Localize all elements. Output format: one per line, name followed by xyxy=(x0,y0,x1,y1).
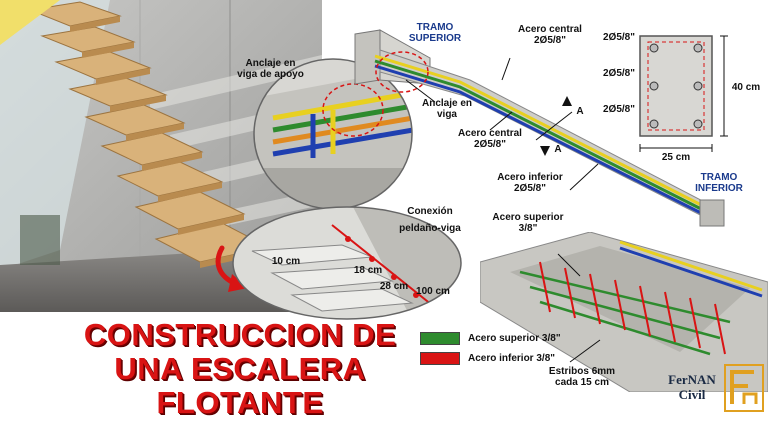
label-acero-inferior: Acero inferior 2Ø5/8" xyxy=(497,172,563,194)
cross-section-a-a xyxy=(636,30,754,170)
legend-swatch-inferior xyxy=(420,352,460,365)
label-acero-superior: Acero superior 3/8" xyxy=(492,212,564,234)
brand-name: FerNAN Civil xyxy=(668,372,716,402)
anchorage-detail-circle xyxy=(253,58,413,210)
label-anclaje-viga: Anclaje en viga xyxy=(421,98,473,120)
label-acero-central-mid: Acero central 2Ø5/8" xyxy=(458,128,522,150)
label-section-width: 25 cm xyxy=(661,152,691,163)
legend-swatch-superior xyxy=(420,332,460,345)
step-connection-circle xyxy=(232,205,462,320)
title-line-2: UNA ESCALERA xyxy=(114,351,366,386)
label-section-height: 40 cm xyxy=(731,82,761,93)
label-conexion-peldano-viga: Conexión peldaño-viga xyxy=(399,206,461,234)
label-dim-10cm: 10 cm xyxy=(271,256,301,267)
title-line-1: CONSTRUCCION DE xyxy=(83,317,397,352)
fernan-civil-logo-icon xyxy=(724,364,764,412)
legend-label-inferior: Acero inferior 3/8" xyxy=(468,353,555,364)
label-dim-28cm: 28 cm xyxy=(379,281,409,292)
label-section-bar-3: 2Ø5/8" xyxy=(603,104,635,115)
label-dim-100cm: 100 cm xyxy=(416,286,450,297)
label-acero-central-top: Acero central 2Ø5/8" xyxy=(518,24,582,46)
section-marker-a-bottom: A xyxy=(554,144,562,155)
legend: Acero superior 3/8" Acero inferior 3/8" xyxy=(420,330,590,370)
corner-accent xyxy=(0,0,80,60)
label-tramo-inferior: TRAMO INFERIOR xyxy=(695,172,743,194)
label-estribos: Estribos 6mm cada 15 cm xyxy=(548,366,616,388)
label-dim-18cm: 18 cm xyxy=(353,265,383,276)
inclined-beam-diagram xyxy=(340,20,730,230)
title-line-3: FLOTANTE xyxy=(156,385,324,420)
legend-label-superior: Acero superior 3/8" xyxy=(468,333,561,344)
label-section-bar-2: 2Ø5/8" xyxy=(603,68,635,79)
rebar-cage-detail xyxy=(479,231,768,393)
label-anclaje-viga-apoyo: Anclaje en viga de apoyo xyxy=(237,58,304,80)
label-section-bar-1: 2Ø5/8" xyxy=(603,32,635,43)
label-tramo-superior: TRAMO SUPERIOR xyxy=(408,22,462,44)
section-marker-a-top: A xyxy=(576,106,584,117)
